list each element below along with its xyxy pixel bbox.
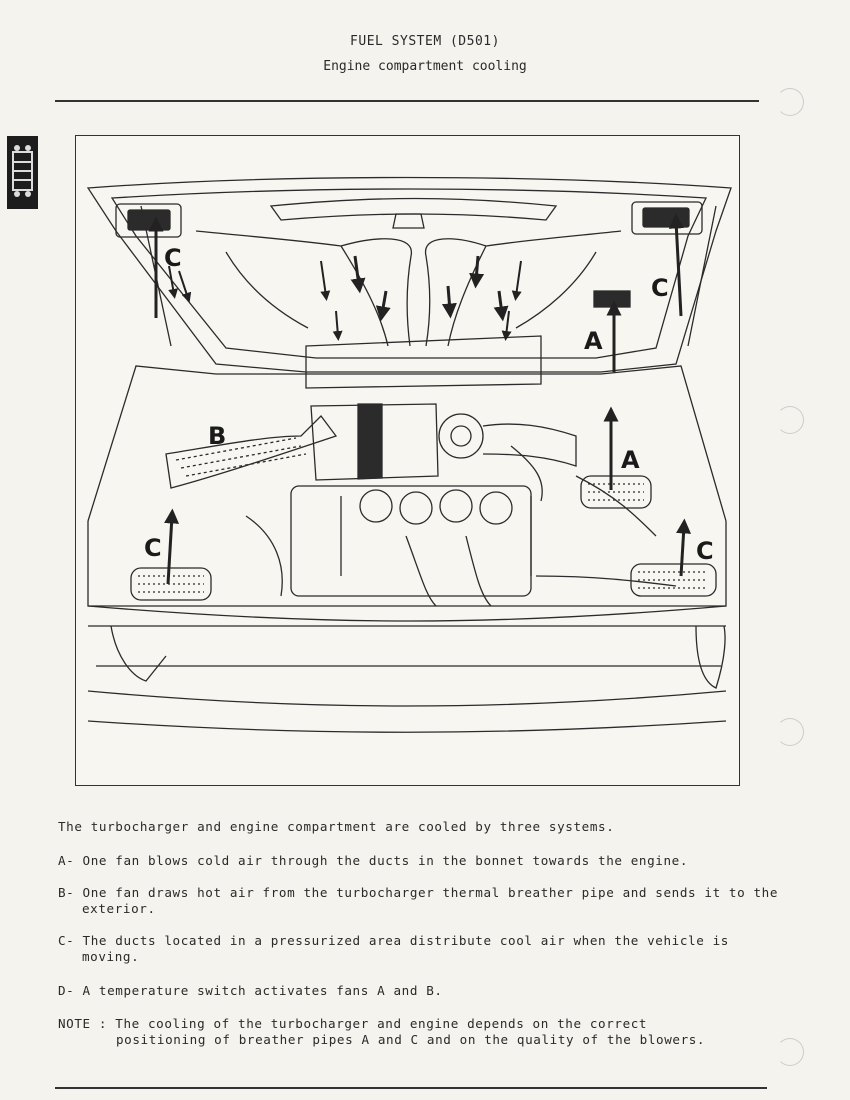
item-d: D- A temperature switch activates fans A… <box>58 983 443 998</box>
footer-divider <box>55 1087 767 1089</box>
page-title: FUEL SYSTEM (D501) <box>350 34 500 49</box>
note-text: NOTE : The cooling of the turbocharger a… <box>58 1016 706 1047</box>
binder-hole <box>776 1038 804 1066</box>
diagram-drawing: A A B C C C C <box>86 176 732 733</box>
bonnet-outline <box>86 176 732 373</box>
header-divider <box>55 100 759 102</box>
label-C-bonnet-right: C <box>651 274 669 302</box>
item-a: A- One fan blows cold air through the du… <box>58 853 689 868</box>
label-A-fan: A <box>621 446 640 474</box>
label-B: B <box>208 422 226 450</box>
intro-text: The turbocharger and engine compartment … <box>58 819 615 834</box>
engine-compartment-diagram: A A B C C C C <box>75 135 740 786</box>
item-b: B- One fan draws hot air from the turboc… <box>58 885 779 916</box>
binder-hole <box>776 718 804 746</box>
binder-hole <box>776 88 804 116</box>
section-tab <box>7 136 38 209</box>
page-subtitle: Engine compartment cooling <box>323 59 527 74</box>
binder-hole <box>776 406 804 434</box>
item-c: C- The ducts located in a pressurized ar… <box>58 933 729 964</box>
label-C-bonnet-left: C <box>164 244 182 272</box>
label-A-bonnet: A <box>584 327 603 355</box>
label-C-floor-right: C <box>696 537 714 565</box>
engine-icon <box>12 145 33 197</box>
label-C-floor-left: C <box>144 534 162 562</box>
